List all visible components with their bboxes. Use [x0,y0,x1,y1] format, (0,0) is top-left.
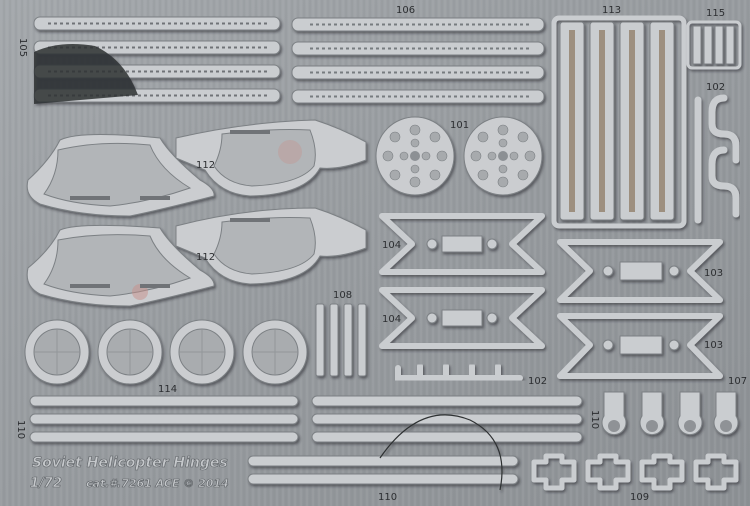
part-112-panels [26,119,367,307]
sheet-catalog: cat.#.7261 ACE © 2014 [86,477,229,490]
label-112-top: 112 [196,160,215,171]
label-110-bottom: 110 [378,492,397,503]
part-101-discs [375,116,543,196]
part-106-strips [291,17,545,104]
part-102-hooks [694,94,740,224]
sheet-title: Soviet Helicopter Hinges [32,455,228,471]
label-103-bottom: 103 [704,340,723,351]
label-101: 101 [450,120,469,131]
label-104-top: 104 [382,240,401,251]
label-110-left: 110 [15,420,26,439]
label-105: 105 [17,38,28,57]
label-102-top: 102 [706,82,725,93]
sheet-scale: 1/72 [30,476,62,491]
part-105-strips [33,16,281,104]
part-114-grilles [24,319,308,385]
label-107: 107 [728,376,747,387]
label-108: 108 [333,290,352,301]
part-107-keyholes [601,391,739,436]
sheet-title-block: Soviet Helicopter Hinges 1/72 cat.#.7261… [30,455,229,492]
part-numbers: 106 105 113 115 102 101 112 112 104 104 … [15,5,747,503]
label-102-bottom: 102 [528,376,547,387]
label-104-bottom: 104 [382,314,401,325]
part-113-frames [551,15,687,229]
label-106: 106 [396,5,415,16]
part-110-rails [29,395,583,491]
label-114: 114 [158,384,177,395]
part-115-strips [686,20,742,70]
part-103-brackets [557,239,723,379]
label-115: 115 [706,8,725,19]
label-113: 113 [602,5,621,16]
label-110-right: 110 [589,410,600,429]
label-112-bottom: 112 [196,252,215,263]
label-109: 109 [630,492,649,503]
part-102-small-hooks [395,363,523,381]
part-108-slats [315,303,367,377]
part-104-brackets [379,213,545,349]
part-109-crosses [531,453,739,491]
label-103-top: 103 [704,268,723,279]
